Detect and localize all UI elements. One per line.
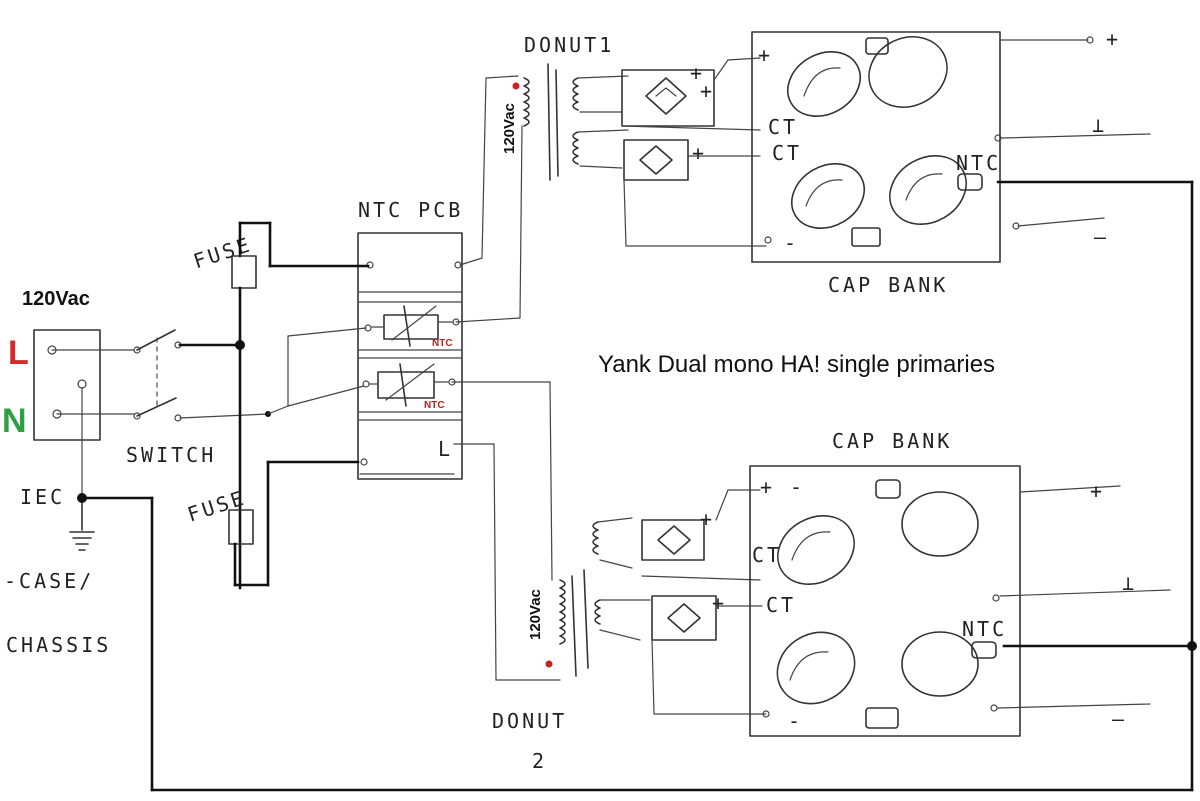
case-label-line1: -CASE/: [4, 569, 94, 593]
rail-top-minus: —: [1094, 225, 1109, 249]
donut-bottom-label-2: 2: [532, 749, 547, 773]
phase-dot-top: [512, 82, 520, 90]
cap-bank-top: + -: [751, 31, 1001, 263]
ntc-pcb-l-label: L: [438, 437, 453, 461]
rail-top-ground: ⊥: [1092, 113, 1107, 137]
capbank-top-plus: +: [758, 43, 773, 67]
rect-top-1-plus-b: +: [700, 79, 715, 103]
case-label-line2: CHASSIS: [6, 633, 111, 657]
transformer-top: [523, 63, 629, 181]
primary-top-voltage: 120Vac: [501, 103, 518, 154]
ntc-thermistor-2: [369, 363, 449, 407]
neutral-label: N: [2, 402, 27, 440]
capbank-bot-minus-top: -: [790, 475, 805, 499]
ntc-pcb-board: [357, 232, 463, 480]
primary-wires: [451, 75, 561, 681]
donut-bottom-label-1: DONUT: [492, 709, 567, 733]
ct-bottom-1: CT: [752, 543, 782, 567]
capbank-top-label: CAP BANK: [828, 273, 948, 297]
capbank-bot-plus: +: [760, 475, 775, 499]
cap-bank-bottom: + - -: [749, 465, 1021, 737]
transformer-bottom: [559, 517, 651, 677]
rail-top-plus: +: [1106, 27, 1121, 51]
capbank-top-minus: -: [784, 231, 799, 255]
bridge-rectifier-bottom-2: +: [651, 591, 767, 715]
ct-top-2: CT: [772, 141, 802, 165]
rails-bottom: + ⊥ —: [990, 479, 1171, 731]
rail-bot-plus: +: [1090, 479, 1105, 503]
ntc-cap-top: NTC: [956, 151, 1001, 175]
ct-bottom-2: CT: [766, 593, 796, 617]
switch-output-wires: [178, 340, 289, 419]
rect-bot-1-plus: +: [700, 507, 715, 531]
phase-dot-bottom: [545, 660, 553, 668]
switch-label: SWITCH: [126, 443, 216, 467]
rail-bot-minus: —: [1112, 707, 1127, 731]
rect-top-1-plus: +: [690, 61, 705, 85]
bridge-rectifier-bottom-1: +: [641, 489, 761, 581]
rails-top: + ⊥ —: [994, 27, 1151, 249]
capbank-bottom-label: CAP BANK: [832, 429, 952, 453]
primary-bottom-voltage: 120Vac: [527, 589, 544, 640]
ntc-pcb-label: NTC PCB: [358, 198, 463, 222]
ntc-thermistor-1: [371, 305, 453, 347]
fuse-top: [231, 221, 272, 590]
ground-bus: [77, 180, 1197, 792]
pcb-input-wires: [266, 221, 455, 475]
fuse-top-label: FUSE: [190, 232, 255, 273]
ct-top-1: CT: [768, 115, 798, 139]
diagram-title: Yank Dual mono HA! single primaries: [598, 351, 995, 378]
capbank-bot-minus: -: [788, 709, 803, 733]
mains-voltage-label: 120Vac: [22, 288, 90, 310]
ntc-2-label: NTC: [424, 400, 445, 411]
power-switch: [99, 329, 182, 422]
line-label: L: [8, 334, 29, 372]
ntc-cap-bottom: NTC: [962, 617, 1007, 641]
bridge-rectifier-top-1: + +: [621, 57, 761, 127]
ground-symbol: [69, 497, 95, 551]
rail-bot-ground: ⊥: [1122, 571, 1137, 595]
rect-bot-2-plus: +: [712, 591, 727, 615]
bridge-rectifier-top-2: +: [623, 139, 767, 247]
iec-label: IEC: [20, 485, 65, 509]
donut-top-label: DONUT1: [524, 33, 614, 57]
fuse-bottom: [228, 460, 270, 587]
ntc-1-label: NTC: [432, 338, 453, 349]
rect-top-2-plus: +: [692, 141, 707, 165]
iec-inlet: [33, 329, 101, 499]
